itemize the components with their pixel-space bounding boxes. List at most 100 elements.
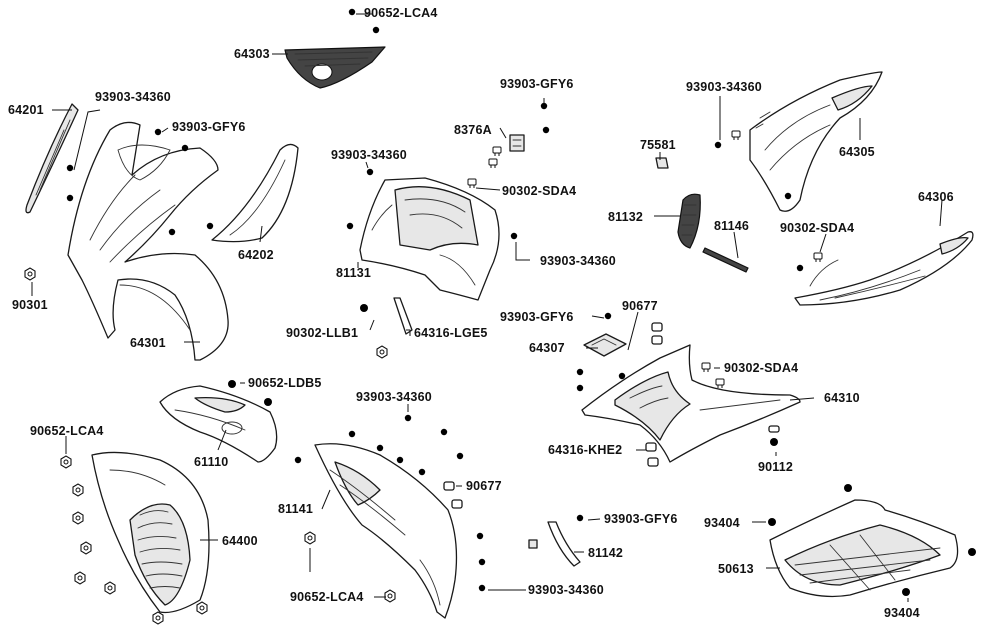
label-64310: 64310 — [824, 391, 860, 405]
clip-8376A-1 — [492, 146, 502, 157]
part-64310-floor-panel — [581, 344, 801, 463]
screw-34360-e7 — [418, 468, 426, 482]
grommet-64400-3 — [80, 541, 92, 555]
screw-81131-1 — [366, 168, 374, 182]
screw-gfy6-upper — [540, 102, 548, 116]
part-64305-side-panel — [749, 71, 883, 212]
label-93903-GFY6: 93903-GFY6 — [604, 512, 678, 526]
label-81141: 81141 — [278, 502, 314, 516]
bolt-90652-LDB5 — [228, 380, 236, 395]
label-64316-KHE2: 64316-KHE2 — [548, 443, 623, 457]
clip-sda4-1 — [467, 178, 477, 189]
clip-sda4-c1 — [701, 362, 711, 373]
clip-64305 — [731, 130, 741, 141]
label-81142: 81142 — [588, 546, 624, 560]
grommet-64400-6 — [152, 611, 164, 625]
label-93903-34360: 93903-34360 — [331, 148, 407, 162]
label-90677: 90677 — [466, 479, 502, 493]
label-90652-LDB5: 90652-LDB5 — [248, 376, 322, 390]
label-90302-LLB1: 90302-LLB1 — [286, 326, 359, 340]
screw-gfy6-d — [576, 514, 584, 528]
label-93903-34360: 93903-34360 — [528, 583, 604, 597]
bracket-64316-LGE5 — [393, 297, 413, 335]
label-90652-LCA4: 90652-LCA4 — [364, 6, 438, 20]
grommet-90677-a — [651, 322, 663, 345]
part-64201-strip — [25, 103, 79, 214]
grommet-64400-2 — [72, 511, 84, 525]
bolt-93404-b — [902, 588, 910, 603]
label-93903-GFY6: 93903-GFY6 — [172, 120, 246, 134]
part-81146-rod — [702, 247, 749, 273]
screw-64305-1 — [714, 141, 722, 155]
label-93404: 93404 — [884, 606, 920, 620]
clip-8376A-2 — [488, 158, 498, 169]
grommet-64400-5 — [104, 581, 116, 595]
label-93903-34360: 93903-34360 — [356, 390, 432, 404]
label-64303: 64303 — [234, 47, 270, 61]
label-64301: 64301 — [130, 336, 166, 350]
part-64202-strip — [211, 143, 299, 243]
screw-64306 — [796, 264, 804, 278]
label-90677: 90677 — [622, 299, 658, 313]
part-81132-vent — [677, 193, 701, 249]
label-90301: 90301 — [12, 298, 48, 312]
part-81141-lower-panel — [314, 443, 458, 619]
part-64303-grille — [284, 46, 386, 89]
grommet-khe2 — [645, 442, 659, 467]
part-61110-tray — [159, 385, 278, 463]
screw-90652-LCA4-top — [348, 8, 356, 22]
label-93903-GFY6: 93903-GFY6 — [500, 310, 574, 324]
screw-gfy6-c — [604, 312, 612, 326]
screw-64310-2 — [576, 384, 584, 398]
grommet-64400-4 — [74, 571, 86, 585]
label-90652-LCA4: 90652-LCA4 — [30, 424, 104, 438]
label-81132: 81132 — [608, 210, 644, 224]
screw-34360-e1 — [404, 414, 412, 428]
label-64316-LGE5: 64316-LGE5 — [414, 326, 488, 340]
label-64400: 64400 — [222, 534, 258, 548]
grommet-64400-7 — [196, 601, 208, 615]
label-50613: 50613 — [718, 562, 754, 576]
part-8376A-bracket — [509, 134, 525, 152]
grommet-64400-1 — [72, 483, 84, 497]
clip-sda4-c2 — [715, 378, 725, 389]
screw-34360-e3 — [348, 430, 356, 444]
label-64201: 64201 — [8, 103, 44, 117]
clip-64306 — [813, 252, 823, 263]
screw-front-5 — [168, 228, 176, 242]
screw-front-1 — [66, 164, 74, 178]
label-64202: 64202 — [238, 248, 274, 262]
grommet-lca4-bot-2 — [384, 589, 396, 603]
leader-lines — [31, 13, 943, 602]
label-93903-34360: 93903-34360 — [95, 90, 171, 104]
screw-81131-2 — [346, 222, 354, 236]
screw-34360-f2 — [478, 558, 486, 572]
label-64305: 64305 — [839, 145, 875, 159]
label-81131: 81131 — [336, 266, 372, 280]
label-8376A: 8376A — [454, 123, 492, 137]
bolt-93404-b-2 — [968, 548, 976, 563]
label-90302-SDA4: 90302-SDA4 — [724, 361, 799, 375]
label-93404: 93404 — [704, 516, 740, 530]
screw-90652-LCA4-top-2 — [372, 26, 380, 40]
label-93903-GFY6: 93903-GFY6 — [500, 77, 574, 91]
label-90302-SDA4: 90302-SDA4 — [502, 184, 577, 198]
label-90302-SDA4: 90302-SDA4 — [780, 221, 855, 235]
screw-34360-f3 — [478, 584, 486, 598]
bolt-90112 — [768, 425, 780, 453]
screw-34360-f1 — [476, 532, 484, 546]
part-81131-inner-panel — [359, 177, 500, 301]
screw-front-6 — [206, 222, 214, 236]
grommet-lca4-mid — [60, 455, 72, 469]
screw-34360-e2 — [440, 428, 448, 442]
label-90652-LCA4: 90652-LCA4 — [290, 590, 364, 604]
part-64306-side-panel — [794, 231, 974, 306]
screw-front-2 — [66, 194, 74, 208]
bolt-93404-a-2 — [844, 484, 852, 499]
label-93903-34360: 93903-34360 — [540, 254, 616, 268]
label-93903-34360: 93903-34360 — [686, 80, 762, 94]
part-75581-clip — [655, 157, 669, 169]
grommet-lca4-bot — [304, 531, 316, 545]
screw-gfy6-lower — [542, 126, 550, 140]
